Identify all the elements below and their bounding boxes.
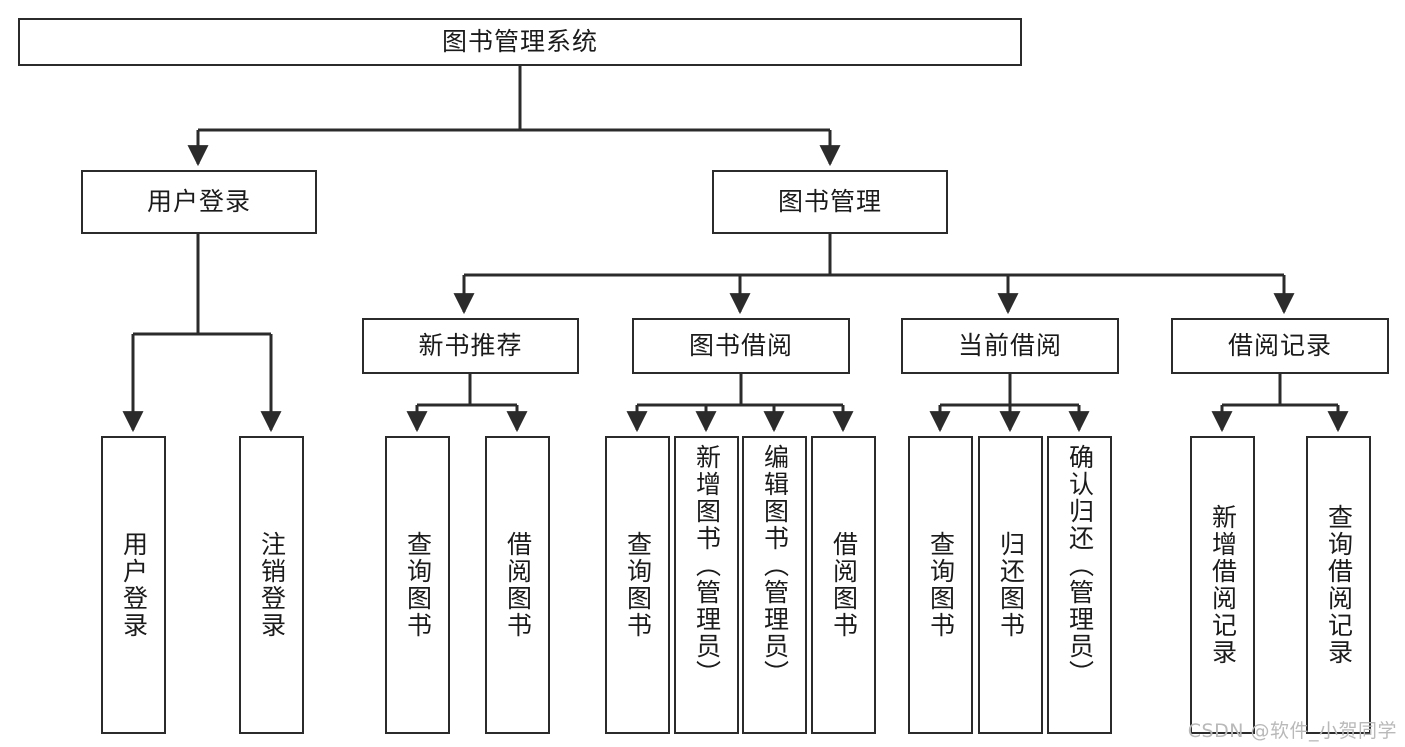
leaf-content: 查询图书 [387,438,448,732]
leaf-new-book-borrow-book[interactable]: 借阅图书 [485,436,550,734]
leaf-content: 借阅图书 [813,438,874,732]
leaf-book-borrow-query-book[interactable]: 查询图书 [605,436,670,734]
node-book-management[interactable]: 图书管理 [712,170,948,234]
leaf-content: 新增借阅记录 [1192,438,1253,732]
leaf-user-login-login[interactable]: 用户登录 [101,436,166,734]
leaf-content: 注销登录 [241,438,302,732]
node-new-book-recommend[interactable]: 新书推荐 [362,318,579,374]
node-label: 借阅记录 [1227,330,1332,360]
leaf-label: 注销登录 [257,531,287,639]
leaf-label: 新增借阅记录 [1208,504,1238,666]
leaf-content: 新增图书（管理员） [676,438,737,738]
node-label: 用户登录 [146,186,251,216]
node-label: 图书管理系统 [441,26,598,56]
leaf-label: 借阅图书 [829,531,859,639]
node-label: 新书推荐 [418,330,523,360]
node-label: 当前借阅 [957,330,1062,360]
leaf-current-borrow-query-book[interactable]: 查询图书 [908,436,973,734]
leaf-content: 查询图书 [910,438,971,732]
leaf-label: 确认归还（管理员） [1065,444,1095,687]
node-user-login[interactable]: 用户登录 [81,170,317,234]
leaf-current-borrow-return-book[interactable]: 归还图书 [978,436,1043,734]
node-current-borrow[interactable]: 当前借阅 [901,318,1119,374]
leaf-content: 确认归还（管理员） [1049,438,1110,738]
leaf-book-borrow-edit-book-admin[interactable]: 编辑图书（管理员） [742,436,807,734]
leaf-label: 归还图书 [996,531,1026,639]
leaf-borrow-record-add-record[interactable]: 新增借阅记录 [1190,436,1255,734]
leaf-label: 查询图书 [403,531,433,639]
leaf-label: 查询图书 [926,531,956,639]
leaf-content: 查询借阅记录 [1308,438,1369,732]
node-borrow-record[interactable]: 借阅记录 [1171,318,1389,374]
leaf-label: 查询借阅记录 [1324,504,1354,666]
leaf-label: 编辑图书（管理员） [760,444,790,687]
node-book-borrow[interactable]: 图书借阅 [632,318,850,374]
leaf-book-borrow-borrow-book[interactable]: 借阅图书 [811,436,876,734]
leaf-content: 借阅图书 [487,438,548,732]
leaf-label: 用户登录 [119,531,149,639]
leaf-label: 新增图书（管理员） [692,444,722,687]
leaf-borrow-record-query-record[interactable]: 查询借阅记录 [1306,436,1371,734]
leaf-user-login-logout[interactable]: 注销登录 [239,436,304,734]
node-label: 图书管理 [777,186,882,216]
leaf-current-borrow-confirm-return-admin[interactable]: 确认归还（管理员） [1047,436,1112,734]
node-root-book-management-system[interactable]: 图书管理系统 [18,18,1022,66]
leaf-content: 编辑图书（管理员） [744,438,805,738]
leaf-content: 查询图书 [607,438,668,732]
leaf-book-borrow-add-book-admin[interactable]: 新增图书（管理员） [674,436,739,734]
node-label: 图书借阅 [688,330,793,360]
leaf-label: 查询图书 [623,531,653,639]
leaf-content: 用户登录 [103,438,164,732]
leaf-new-book-query-book[interactable]: 查询图书 [385,436,450,734]
leaf-label: 借阅图书 [503,531,533,639]
leaf-content: 归还图书 [980,438,1041,732]
